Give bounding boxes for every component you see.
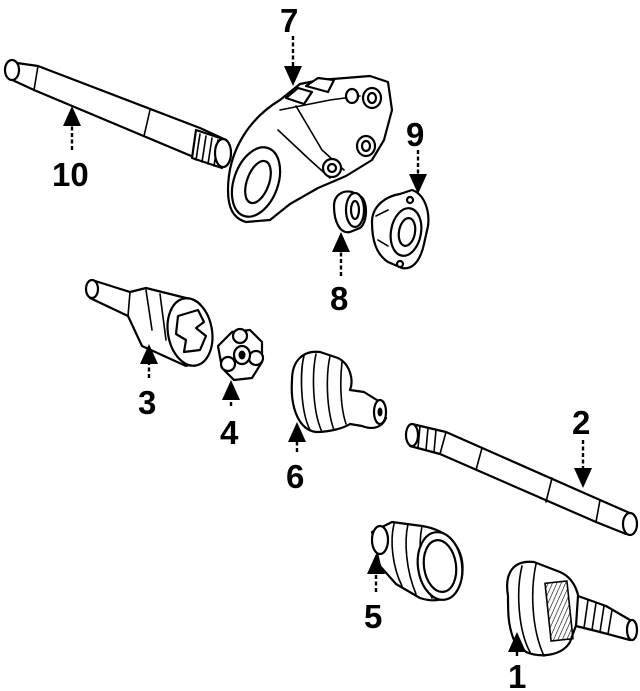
part-3-cv-housing [84, 278, 214, 368]
part-2-axle-shaft [404, 422, 639, 537]
callout-label-5: 5 [364, 598, 382, 635]
part-8-bearing [332, 190, 368, 234]
callout-label-4: 4 [220, 414, 239, 451]
part-5-outer-boot [370, 520, 464, 602]
part-4-tripod-joint [216, 327, 265, 382]
callout-label-1: 1 [508, 658, 526, 691]
callout-label-9: 9 [406, 116, 424, 153]
callout-9: 9 [406, 116, 427, 194]
callout-label-6: 6 [286, 458, 304, 495]
callout-2: 2 [572, 404, 592, 488]
callout-3: 3 [138, 344, 158, 421]
callout-5: 5 [364, 554, 385, 635]
part-6-inner-boot [290, 350, 388, 434]
part-7-bearing-bracket [226, 74, 394, 224]
part-1-outer-cv-joint [506, 560, 639, 657]
callout-8: 8 [330, 232, 350, 317]
callout-label-8: 8 [330, 280, 348, 317]
callout-6: 6 [286, 422, 306, 495]
callout-label-2: 2 [572, 404, 590, 441]
callout-7: 7 [280, 2, 302, 86]
callout-10: 10 [52, 106, 89, 193]
part-10-intermediate-shaft [3, 58, 233, 170]
part-9-seal-plate [370, 188, 430, 270]
callout-label-7: 7 [280, 2, 298, 39]
callout-label-3: 3 [138, 384, 156, 421]
callout-4: 4 [220, 380, 240, 451]
callout-1: 1 [508, 632, 526, 691]
callout-label-10: 10 [52, 156, 89, 193]
